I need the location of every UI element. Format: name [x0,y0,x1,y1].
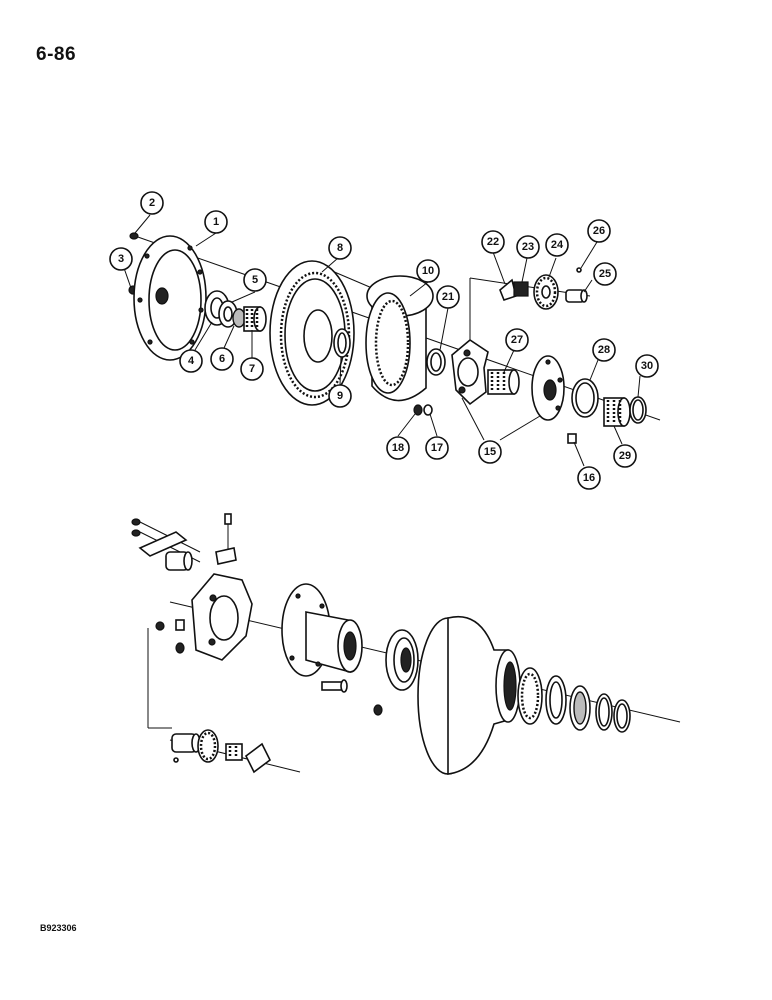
callout-25: 25 [593,262,617,286]
svg-text:2: 2 [149,197,155,209]
callout-18: 18 [386,436,410,460]
wheel-hub [281,583,363,677]
pin-part-16 [567,433,577,444]
bottom-assembly [131,513,681,775]
svg-text:6: 6 [219,353,225,365]
svg-text:4: 4 [188,355,195,367]
svg-text:29: 29 [619,450,631,462]
svg-text:16: 16 [583,472,595,484]
callout-26: 26 [587,219,611,243]
callout-3: 3 [109,247,133,271]
bolts-group [131,513,232,537]
svg-text:21: 21 [442,291,454,303]
ring-gear-hub-part-8 [269,260,355,406]
snap-ring-part-30 [629,396,647,424]
svg-text:27: 27 [511,334,523,346]
sun-gear-part-7 [243,306,267,332]
page-number: 6-86 [36,44,77,65]
svg-text:15: 15 [484,446,496,458]
callout-7: 7 [240,357,264,381]
lower-bearing [225,743,243,761]
lower-thrust-plate [244,742,272,774]
seal [569,685,591,731]
carrier-cover-part-1 [133,235,207,361]
svg-text:23: 23 [522,241,534,253]
svg-text:3: 3 [118,253,124,265]
callout-4: 4 [179,349,203,373]
spacer-part-6 [232,308,246,328]
lower-pin [171,733,201,763]
bearing-cup [545,675,567,725]
callout-22: 22 [481,230,505,254]
end-ring [613,699,631,733]
svg-text:26: 26 [593,225,605,237]
svg-text:8: 8 [337,242,343,254]
callout-23: 23 [516,235,540,259]
bolt-part-2 [129,232,139,240]
planet-carrier [191,573,253,661]
callout-16: 16 [577,466,601,490]
lower-planet-gear [197,729,219,763]
svg-text:9: 9 [337,390,343,402]
figure-code: B923306 [40,923,77,933]
ball-part-26 [576,267,582,273]
snap-ring-part-9 [333,328,351,358]
washer-part-17 [423,404,433,416]
planet-pin-part-25 [565,289,588,303]
callout-28: 28 [592,338,616,362]
planet-carrier-part-15 [451,339,489,406]
svg-text:30: 30 [641,360,653,372]
svg-text:24: 24 [551,239,564,251]
planet-gear-part-24 [533,274,559,310]
callout-2: 2 [140,191,164,215]
callout-15: 15 [478,440,502,464]
svg-text:22: 22 [487,236,499,248]
nut [175,642,185,654]
callout-9: 9 [328,384,352,408]
svg-text:5: 5 [252,274,258,286]
nut-part-18 [413,404,423,416]
lock-nut [373,704,383,716]
top-assembly [128,232,661,444]
snap-ring-part-21 [426,348,446,376]
tapered-bearing-inner [385,629,419,691]
svg-text:28: 28 [598,344,610,356]
top-leader-lines [123,214,641,467]
svg-text:25: 25 [599,268,611,280]
carrier-flange-part-15 [531,355,565,421]
bearing-part-23 [513,281,529,297]
snap-ring-part-28 [571,378,599,418]
callout-21: 21 [436,285,460,309]
callout-29: 29 [613,444,637,468]
gear-part-29 [603,397,631,427]
seal-ring [595,693,613,731]
needle-bearing-part-27 [487,369,520,395]
callout-5: 5 [243,268,267,292]
bolt-small [155,619,185,631]
callout-27: 27 [505,328,529,352]
callout-30: 30 [635,354,659,378]
svg-text:17: 17 [431,442,443,454]
thrust-plate [138,531,188,557]
planet-pin [165,551,193,571]
stud-bolt [321,679,348,693]
callout-24: 24 [545,233,569,257]
callout-10: 10 [416,259,440,283]
callout-6: 6 [210,347,234,371]
ring-gear-part-10 [365,275,434,402]
svg-text:18: 18 [392,442,404,454]
bearing-cone [517,667,543,725]
svg-text:10: 10 [422,265,434,277]
callout-8: 8 [328,236,352,260]
retaining-clip [215,547,237,565]
svg-text:7: 7 [249,363,255,375]
wheel-housing [417,616,521,775]
callout-1: 1 [204,210,228,234]
svg-text:1: 1 [213,216,219,228]
callout-17: 17 [425,436,449,460]
